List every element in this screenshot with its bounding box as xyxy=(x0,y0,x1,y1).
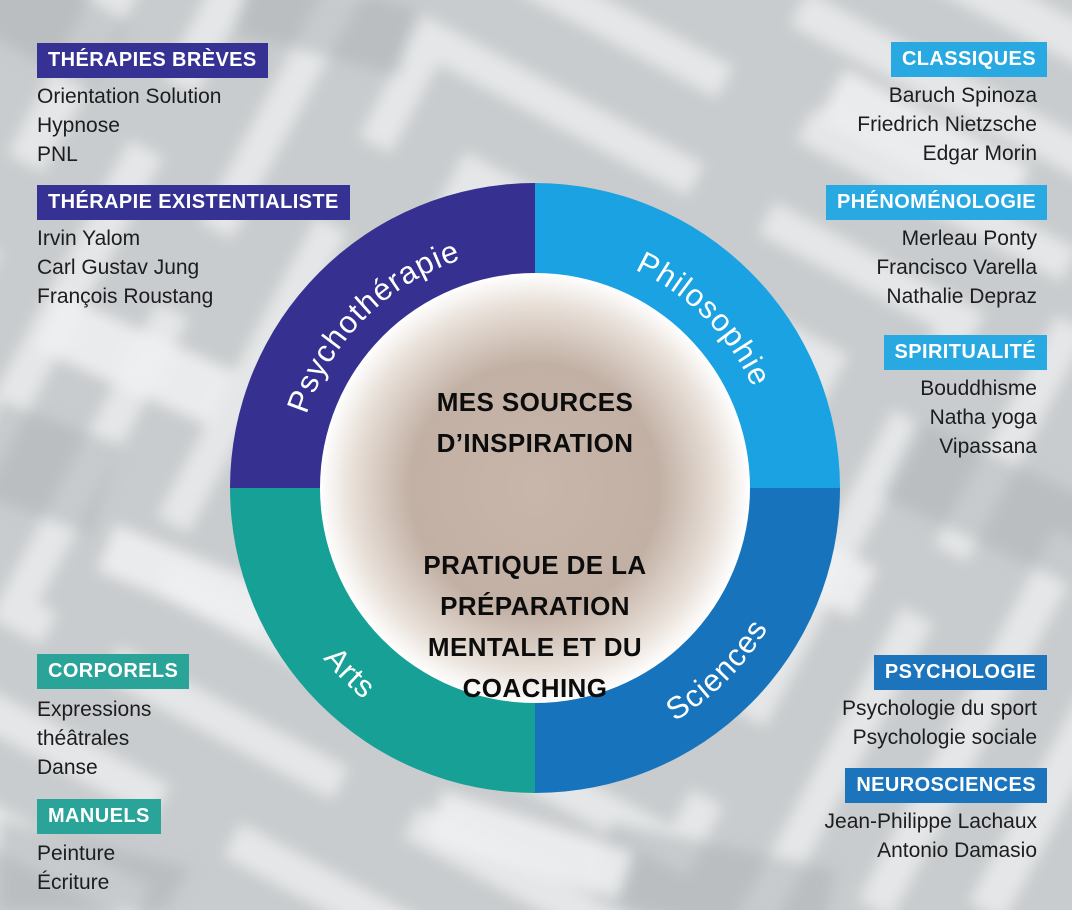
center-circle xyxy=(320,273,750,703)
segment-sciences xyxy=(535,488,840,793)
group-header: CLASSIQUES xyxy=(890,42,1047,77)
list-item: Hypnose xyxy=(37,114,120,137)
segment-arts xyxy=(230,488,535,793)
group-header: PHÉNOMÉNOLOGIE xyxy=(826,185,1047,220)
group-header: SPIRITUALITÉ xyxy=(883,335,1047,370)
group-header: NEUROSCIENCES xyxy=(845,768,1047,803)
list-item: Edgar Morin xyxy=(922,142,1037,165)
group-header: THÉRAPIES BRÈVES xyxy=(37,43,268,78)
list-item: Friedrich Nietzsche xyxy=(857,113,1037,136)
list-item: Bouddhisme xyxy=(920,377,1037,400)
diagram-title: MES SOURCES D’INSPIRATION xyxy=(436,387,634,458)
list-item: Jean-Philippe Lachaux xyxy=(824,810,1037,833)
list-item: Natha yoga xyxy=(929,406,1037,429)
list-item: Psychologie du sport xyxy=(842,697,1037,720)
group-header: MANUELS xyxy=(37,799,161,834)
donut-ring xyxy=(230,183,840,793)
list-item: PNL xyxy=(37,143,78,166)
list-item: Merleau Ponty xyxy=(901,227,1037,250)
center-text-block: MES SOURCES D’INSPIRATION PRATIQUE DE LA… xyxy=(365,341,705,750)
diagram-subtitle: PRATIQUE DE LA PRÉPARATION MENTALE ET DU… xyxy=(423,550,647,703)
list-item: Peinture xyxy=(37,842,116,865)
list-item: Francisco Varella xyxy=(876,256,1037,279)
list-item: Baruch Spinoza xyxy=(888,84,1037,107)
list-item: Nathalie Depraz xyxy=(886,285,1037,308)
list-item: Psychologie sociale xyxy=(852,726,1037,749)
list-item: Irvin Yalom xyxy=(37,227,141,250)
list-item: Vipassana xyxy=(939,435,1037,458)
list-item: François Roustang xyxy=(37,285,214,308)
list-item: Danse xyxy=(37,756,98,779)
list-item: Écriture xyxy=(37,871,110,894)
group-header: THÉRAPIE EXISTENTIALISTE xyxy=(37,185,350,220)
group-header: PSYCHOLOGIE xyxy=(873,655,1047,690)
segment-philosophie xyxy=(535,183,840,488)
segment-psychotherapie xyxy=(230,183,535,488)
list-item: Carl Gustav Jung xyxy=(37,256,200,279)
group-header: CORPORELS xyxy=(37,654,190,689)
list-item: Antonio Damasio xyxy=(877,839,1037,862)
list-item: Expressions théâtrales xyxy=(37,698,152,750)
list-item: Orientation Solution xyxy=(37,85,222,108)
